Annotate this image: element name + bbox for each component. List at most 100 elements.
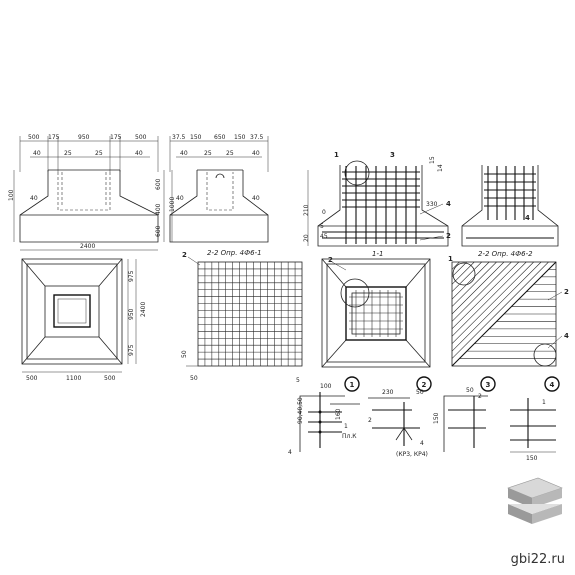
side-top-dim-3: 650 <box>214 134 226 141</box>
mesh-grid <box>198 262 302 366</box>
node3-label-50: 50 <box>466 387 474 394</box>
site-logo <box>507 477 563 524</box>
plan-right-dim-1: 975 <box>128 270 135 282</box>
section-2-2-title: 2-2 Опр. 4Ф6-2 <box>478 250 533 258</box>
front-sub-dim-3: 25 <box>95 150 103 157</box>
node1-label-plk: Пл.К <box>342 433 357 440</box>
detail-node-1: 5 100 160 1 4 Пл.К 90,40,50 <box>288 377 360 456</box>
sec11-dim-4: 330 <box>426 201 438 208</box>
front-view: 500 175 950 175 500 40 25 25 40 100 40 6… <box>8 134 176 251</box>
mesh-view: 2-2 Опр. 4Ф6-1 2 50 50 <box>181 249 303 382</box>
diag-callout-1: 1 <box>448 255 453 263</box>
node1-label-4: 4 <box>288 449 292 456</box>
plan-bottom-dim-2: 1100 <box>66 375 81 382</box>
svg-text:4: 4 <box>550 381 555 389</box>
node1-label-100: 100 <box>320 383 332 390</box>
plan-bottom-dim-3: 500 <box>104 375 116 382</box>
front-top-dim-5: 500 <box>135 134 147 141</box>
front-top-dim-1: 500 <box>28 134 40 141</box>
front-right-dim-4: 600 <box>155 225 162 237</box>
node2-label-4: 4 <box>420 440 424 447</box>
front-sub-dim-2: 25 <box>64 150 72 157</box>
sec11-dim-7: 5 <box>320 223 324 230</box>
sec11-dim-3: 0 <box>322 209 326 216</box>
detail-node-2: 230 2 4 (КР3, КР4) 50 <box>368 389 428 458</box>
section-1-1-title: 1-1 <box>372 250 383 258</box>
sec11-dim-2: 210 <box>303 204 310 216</box>
section-1-1-view: 1 3 1-1 4 2 20 210 0 330 15 14 5 45 <box>303 151 451 258</box>
detail-node-1-marker: 1 <box>344 376 360 392</box>
node2-label-kr: (КР3, КР4) <box>396 451 428 458</box>
sec11-dim-5: 15 <box>429 156 436 164</box>
plan-right-dim-2: 950 <box>128 308 135 320</box>
node4-label-1: 1 <box>542 399 546 406</box>
front-sub-dim-4: 40 <box>135 150 143 157</box>
plan-reinforced-rebar <box>349 290 403 337</box>
node3-label-150: 150 <box>433 412 440 424</box>
front-top-dim-3: 950 <box>78 134 90 141</box>
sec11-callout-3: 3 <box>390 151 395 159</box>
detail-node-4-marker: 4 <box>544 376 560 392</box>
svg-text:40: 40 <box>252 195 260 202</box>
section-2-2-rebar <box>466 166 554 239</box>
mesh-dim-1: 50 <box>181 350 188 358</box>
front-right-dim-1: 600 <box>155 178 162 190</box>
section-1-1-rebar <box>322 166 444 244</box>
node3-label-2: 2 <box>478 393 482 400</box>
node4-label-150: 150 <box>526 455 538 462</box>
svg-text:3: 3 <box>486 381 491 389</box>
side-dim-40: 40 <box>176 195 184 202</box>
mesh-dim-2: 50 <box>190 375 198 382</box>
node2-label-2: 2 <box>368 417 372 424</box>
plan-view: 975 950 975 2400 500 1100 500 <box>21 258 147 382</box>
side-sub-dim-2: 25 <box>204 150 212 157</box>
diagonal-mesh-bars <box>451 261 556 359</box>
node2-label-50: 50 <box>416 389 424 396</box>
diagonal-mesh-view: 1 2 4 <box>448 255 569 367</box>
detail-node-4: 1 150 <box>510 398 556 462</box>
node1-label-5: 5 <box>296 377 300 384</box>
sec11-callout-1: 1 <box>334 151 339 159</box>
detail-node-3: 2 50 150 <box>433 387 488 452</box>
detail-node-2-marker: 2 <box>416 376 432 392</box>
front-base-dim: 2400 <box>80 243 95 250</box>
detail-node-3-marker: 3 <box>480 376 496 392</box>
front-left-dim-2: 40 <box>30 195 38 202</box>
side-top-dim-5: 37.5 <box>250 134 264 141</box>
side-top-dim-1: 37.5 <box>172 134 186 141</box>
front-top-dim-2: 175 <box>48 134 60 141</box>
node1-label-90: 90,40,50 <box>297 397 304 424</box>
side-sub-dim-4: 40 <box>252 150 260 157</box>
diag-callout-2: 2 <box>564 288 569 296</box>
node1-label-1: 1 <box>344 423 348 430</box>
plan-reinforced-view: 2 <box>321 256 431 368</box>
side-top-dim-2: 150 <box>190 134 202 141</box>
section-2-2-view: 4 2-2 Опр. 4Ф6-2 <box>461 165 559 258</box>
front-left-dim-1: 100 <box>8 189 15 201</box>
plan-right-dim-3: 975 <box>128 344 135 356</box>
node2-label-230: 230 <box>382 389 394 396</box>
side-view: 37.5 150 650 150 37.5 40 25 25 40 40 40 <box>169 134 269 243</box>
svg-text:2: 2 <box>422 381 427 389</box>
front-right-dim-2: 400 <box>155 203 162 215</box>
plan-bottom-dim-1: 500 <box>26 375 38 382</box>
sec11-dim-8: 45 <box>320 233 328 240</box>
mesh-callout: 2 <box>182 251 187 259</box>
mesh-section-title: 2-2 Опр. 4Ф6-1 <box>207 249 262 257</box>
node1-label-160: 160 <box>335 408 342 420</box>
side-sub-dim-3: 25 <box>226 150 234 157</box>
watermark-text: gbi22.ru <box>510 552 565 567</box>
sec11-dim-6: 14 <box>437 164 444 172</box>
front-top-dim-4: 175 <box>110 134 122 141</box>
side-sub-dim-1: 40 <box>180 150 188 157</box>
front-right-dim-3: 1000 <box>169 197 176 212</box>
sec11-dim-1: 20 <box>303 234 310 242</box>
sec22-callout-4: 4 <box>525 214 530 222</box>
detail-nodes: 1 2 3 4 5 100 160 1 4 <box>288 376 560 462</box>
side-top-dim-4: 150 <box>234 134 246 141</box>
svg-text:1: 1 <box>350 381 355 389</box>
sec11-callout-2: 2 <box>446 232 451 240</box>
plan-reinforced-callout: 2 <box>328 256 333 264</box>
plan-total-dim: 2400 <box>140 302 147 317</box>
